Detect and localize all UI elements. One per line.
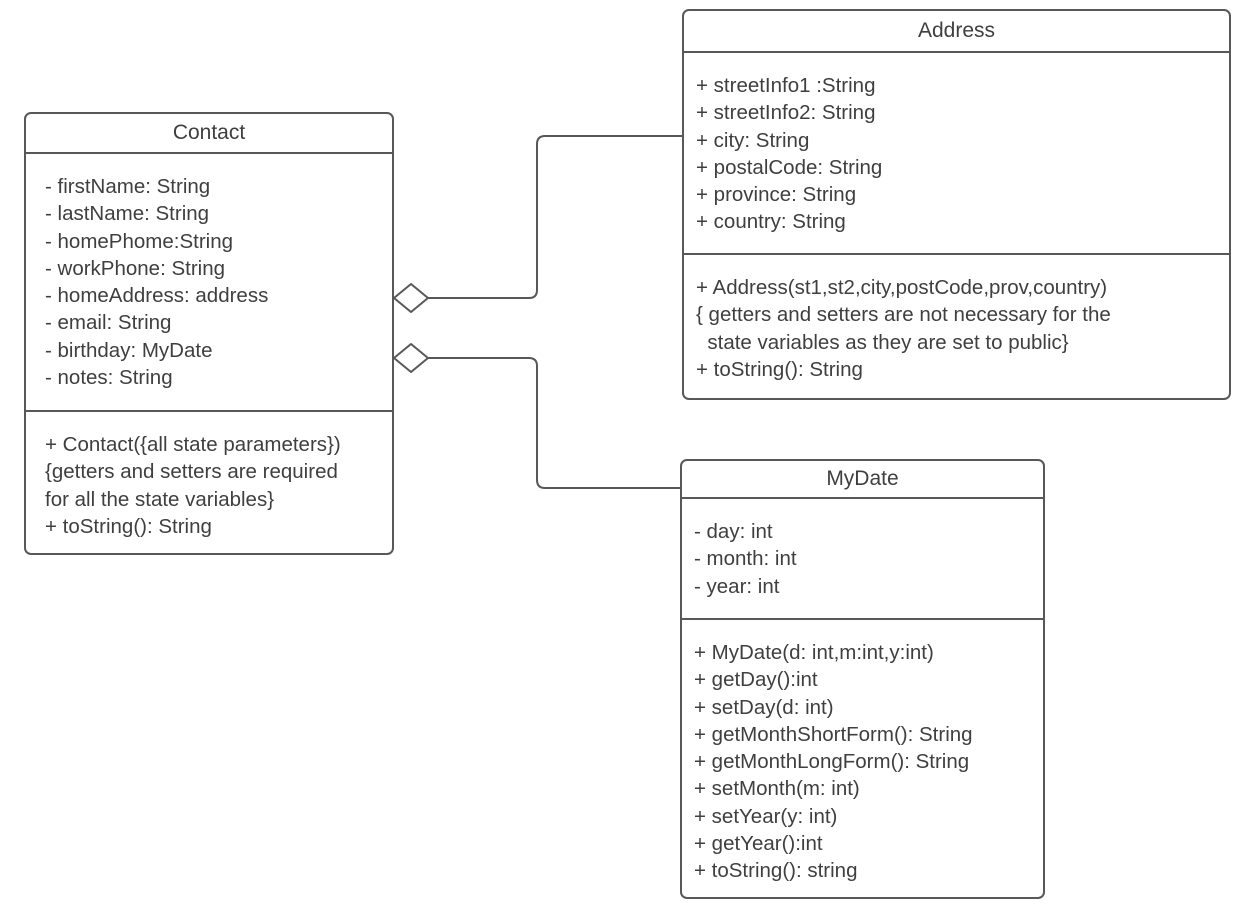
method-line: { getters and setters are not necessary … (696, 303, 1111, 327)
relation-contact-address (393, 135, 683, 313)
class-methods-mydate: + MyDate(d: int,m:int,y:int) + getDay():… (682, 620, 1043, 897)
relation-contact-mydate-line (428, 357, 681, 489)
attribute-line: + city: String (696, 128, 810, 152)
attribute-line: - firstName: String (45, 175, 211, 198)
attribute-line: + streetInfo2: String (696, 101, 876, 125)
class-box-mydate: MyDate - day: int - month: int - year: i… (680, 459, 1045, 899)
aggregation-diamond-icon (393, 343, 429, 373)
method-line: + getDay():int (694, 668, 818, 692)
method-line: + setYear(y: int) (694, 804, 838, 828)
attribute-line: + country: String (696, 210, 846, 234)
method-line: for all the state variables} (45, 487, 275, 511)
attribute-line: - lastName: String (45, 202, 210, 226)
method-line: + getYear():int (694, 832, 823, 856)
class-methods-contact: + Contact({all state parameters}) {gette… (26, 412, 392, 553)
method-line: + toString(): String (45, 514, 212, 538)
relation-contact-mydate (393, 343, 681, 489)
aggregation-diamond-icon (393, 283, 429, 313)
method-line: state variables as they are set to publi… (696, 330, 1069, 354)
method-line: + toString(): string (694, 859, 858, 883)
class-box-contact: Contact - firstName: String - lastName: … (24, 112, 394, 555)
method-line: + getMonthShortForm(): String (694, 722, 973, 746)
attribute-line: + streetInfo1 :String (696, 74, 876, 97)
attribute-line: - day: int (694, 520, 773, 543)
class-title-address: Address (684, 11, 1229, 53)
class-title-mydate: MyDate (682, 461, 1043, 499)
class-methods-address: + Address(st1,st2,city,postCode,prov,cou… (684, 255, 1229, 398)
class-title-contact: Contact (26, 114, 392, 154)
method-line: + setMonth(m: int) (694, 777, 860, 801)
method-line: + MyDate(d: int,m:int,y:int) (694, 641, 934, 664)
method-line: + toString(): String (696, 357, 863, 381)
method-line: + setDay(d: int) (694, 695, 834, 719)
attribute-line: - homePhome:String (45, 229, 234, 253)
class-attributes-address: + streetInfo1 :String + streetInfo2: Str… (684, 53, 1229, 255)
class-attributes-mydate: - day: int - month: int - year: int (682, 499, 1043, 620)
class-box-address: Address + streetInfo1 :String + streetIn… (682, 9, 1231, 400)
relation-contact-address-line (428, 135, 683, 299)
attribute-line: + postalCode: String (696, 155, 883, 179)
attribute-line: - email: String (45, 311, 172, 335)
attribute-line: - year: int (694, 574, 780, 598)
method-line: + getMonthLongForm(): String (694, 750, 970, 774)
attribute-line: - workPhone: String (45, 256, 226, 280)
attribute-line: - homeAddress: address (45, 284, 269, 308)
attribute-line: + province: String (696, 183, 857, 207)
attribute-line: - notes: String (45, 366, 173, 390)
class-attributes-contact: - firstName: String - lastName: String -… (26, 154, 392, 412)
attribute-line: - birthday: MyDate (45, 338, 213, 362)
method-line: + Address(st1,st2,city,postCode,prov,cou… (696, 276, 1108, 299)
method-line: + Contact({all state parameters}) (45, 433, 341, 456)
method-line: {getters and setters are required (45, 460, 338, 484)
attribute-line: - month: int (694, 547, 797, 571)
